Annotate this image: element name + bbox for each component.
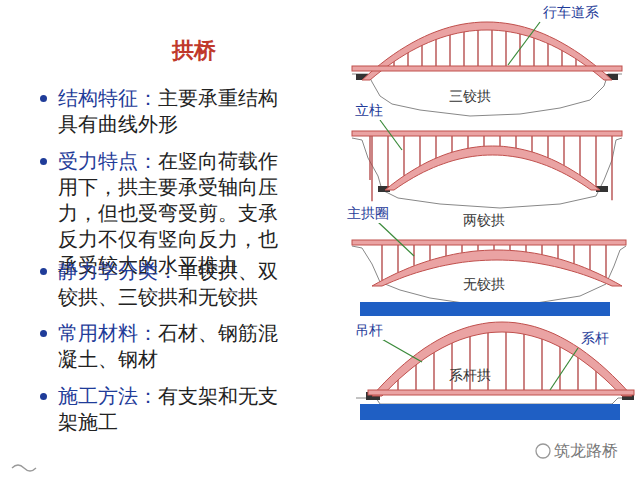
bridge-type-name: 无铰拱 xyxy=(462,276,506,294)
bullet-heading: 受力特点： xyxy=(58,149,158,173)
slide-title: 拱桥 xyxy=(172,36,216,66)
bullet-dot xyxy=(40,95,47,102)
watermark: 筑龙路桥 xyxy=(554,441,618,462)
bullet-dot xyxy=(40,330,47,337)
bullet-dot xyxy=(40,393,47,400)
bullet-heading: 静力学分类： xyxy=(58,259,178,283)
bullet-item: 施工方法：有支架和无支架施工 xyxy=(58,383,290,435)
callout-label: 行车道系 xyxy=(542,4,600,22)
bullet-item: 静力学分类：单铰拱、双铰拱、三铰拱和无铰拱 xyxy=(58,258,290,310)
bullet-heading: 结构特征： xyxy=(58,86,158,110)
bridge-type-name: 两铰拱 xyxy=(462,212,506,230)
bullet-heading: 施工方法： xyxy=(58,384,158,408)
callout-label: 立柱 xyxy=(354,102,384,120)
bullet-item: 结构特征：主要承重结构具有曲线外形 xyxy=(58,85,290,137)
callout-label: 主拱圈 xyxy=(346,205,390,223)
bullet-item: 常用材料：石材、钢筋混凝土、钢材 xyxy=(58,320,290,372)
callout-label: 吊杆 xyxy=(354,322,384,340)
bullet-dot xyxy=(40,158,47,165)
bridge-type-name: 系杆拱 xyxy=(448,367,492,385)
bullet-item: 受力特点：在竖向荷载作用下，拱主要承受轴向压力，但也受弯受剪。支承反力不仅有竖向… xyxy=(58,148,290,278)
callout-label: 系杆 xyxy=(580,330,610,348)
bullet-dot xyxy=(40,268,47,275)
bridge-type-name: 三铰拱 xyxy=(448,88,492,106)
bullet-heading: 常用材料： xyxy=(58,321,158,345)
